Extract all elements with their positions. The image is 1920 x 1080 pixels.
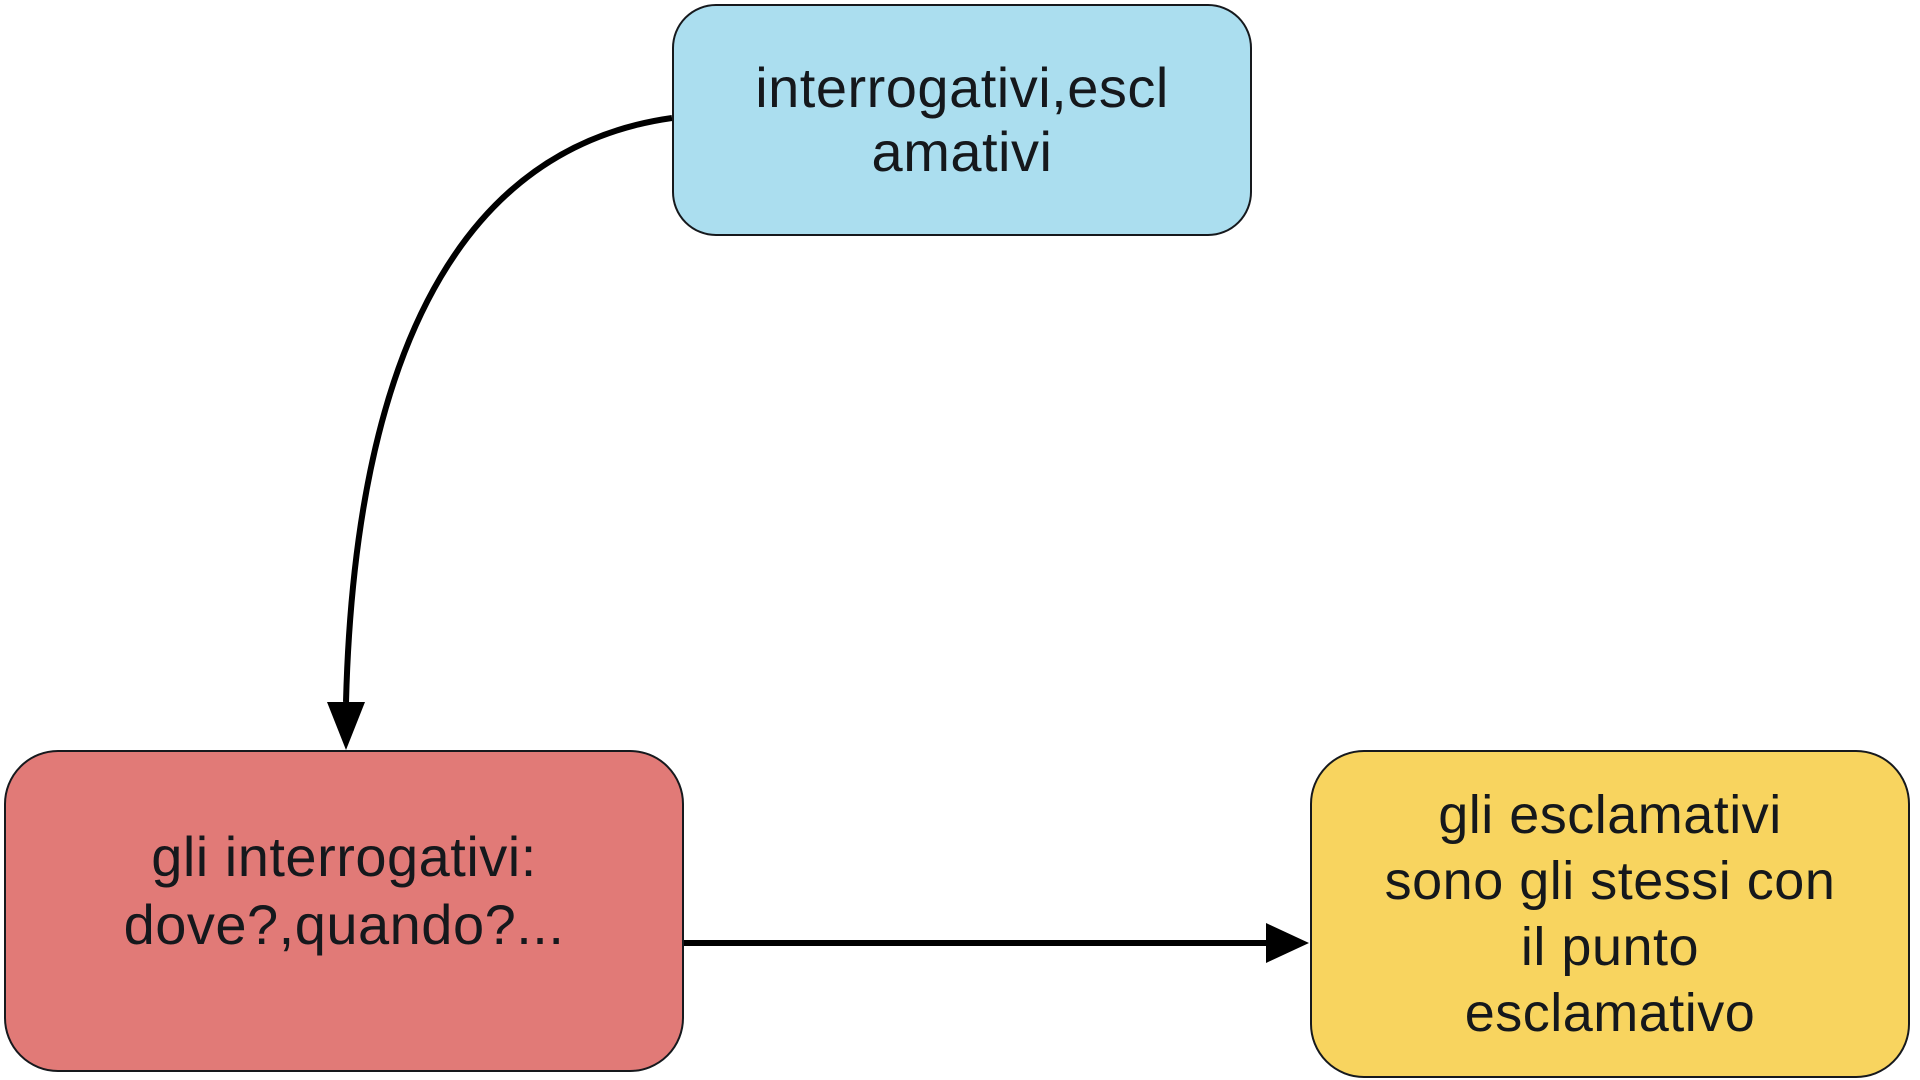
node-interrogativi-esclamativi[interactable]: interrogativi,escl amativi bbox=[672, 4, 1252, 236]
node-label: interrogativi,escl amativi bbox=[755, 56, 1169, 183]
edge-interrogativi-to-esclamativi[interactable] bbox=[684, 923, 1309, 963]
node-gli-esclamativi[interactable]: gli esclamativi sono gli stessi con il p… bbox=[1310, 750, 1910, 1078]
node-label: gli esclamativi sono gli stessi con il p… bbox=[1384, 785, 1836, 1043]
node-label: gli interrogativi: dove?,quando?... bbox=[123, 825, 565, 956]
arrowhead-down bbox=[327, 702, 365, 750]
edge-topic-to-interrogativi[interactable] bbox=[327, 115, 673, 750]
arrowhead-right bbox=[1266, 923, 1309, 963]
node-gli-interrogativi[interactable]: gli interrogativi: dove?,quando?... bbox=[4, 750, 684, 1072]
edge-curved-line bbox=[343, 115, 673, 703]
